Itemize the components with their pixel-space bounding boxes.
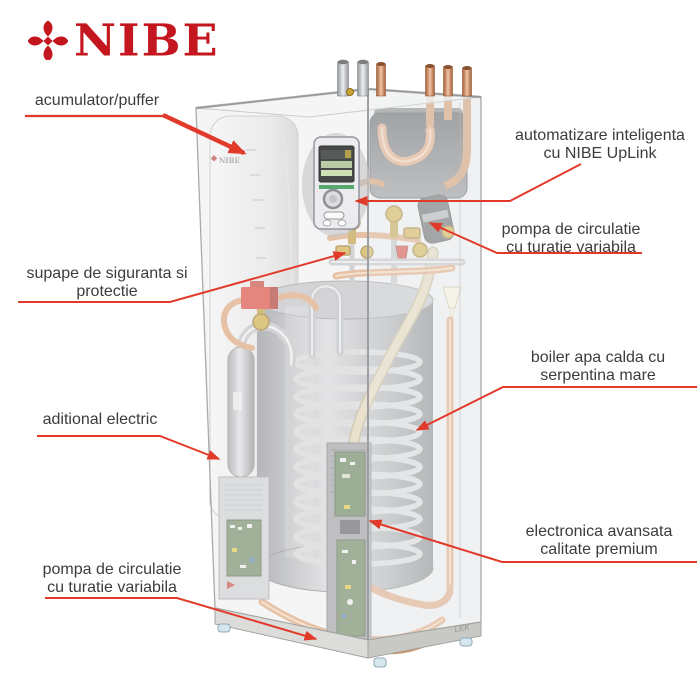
- nibe-wordmark: NIBE: [74, 14, 220, 66]
- electronics-column: [326, 442, 372, 648]
- leader-boiler: [415, 386, 697, 431]
- leader-pompa-jos: [45, 597, 318, 641]
- electrical-panel: [218, 476, 270, 600]
- safety-valve: [221, 281, 319, 351]
- label-text: acumulator/puffer: [34, 92, 160, 109]
- top-pipes: [337, 59, 472, 97]
- leader-electronica: [368, 519, 697, 563]
- label-boiler: boiler apa calda cu serpentina mare: [531, 349, 665, 385]
- label-text: pompa de circulatie: [42, 561, 182, 578]
- label-text: cu turatie variabila: [47, 579, 177, 596]
- label-text: protectie: [76, 283, 138, 300]
- svg-text:NIBE: NIBE: [219, 156, 240, 165]
- label-text: calitate premium: [540, 541, 658, 558]
- label-pompa-jos: pompa de circulatie cu turatie variabila: [43, 561, 182, 597]
- leader-aditional: [37, 435, 221, 460]
- label-pompa-sus: pompa de circulatie cu turatie variabila: [502, 221, 641, 257]
- leader-lines: [18, 112, 697, 641]
- label-text: cu NIBE UpLink: [543, 145, 657, 162]
- label-text: cu turatie variabila: [506, 239, 636, 256]
- label-automatizare: automatizare inteligenta cu NIBE UpLink: [515, 127, 685, 163]
- label-text: aditional electric: [42, 411, 158, 428]
- label-acumulator: acumulator/puffer: [35, 92, 159, 110]
- label-supape: supape de siguranta si protectie: [27, 265, 188, 301]
- label-text: electronica avansata: [525, 523, 673, 540]
- label-aditional: aditional electric: [43, 411, 158, 429]
- label-text: supape de siguranta si: [26, 265, 188, 282]
- panel-nibe-logo: NIBE: [210, 155, 240, 165]
- label-text: serpentina mare: [540, 367, 656, 384]
- nibe-flower-icon: [28, 20, 68, 60]
- leader-supape: [18, 251, 347, 303]
- control-display: [302, 133, 370, 237]
- leader-automatizare: [354, 163, 582, 206]
- leader-acumulator: [25, 112, 247, 156]
- nibe-logo: NIBE: [28, 14, 220, 66]
- leader-pompa-sus: [428, 222, 642, 254]
- label-text: boiler apa calda cu: [530, 349, 666, 366]
- lek-signature: LEK: [454, 623, 471, 634]
- feet: [217, 623, 473, 668]
- label-text: automatizare inteligenta: [515, 127, 685, 144]
- label-text: pompa de circulatie: [501, 221, 641, 238]
- label-electronica: electronica avansata calitate premium: [526, 523, 673, 559]
